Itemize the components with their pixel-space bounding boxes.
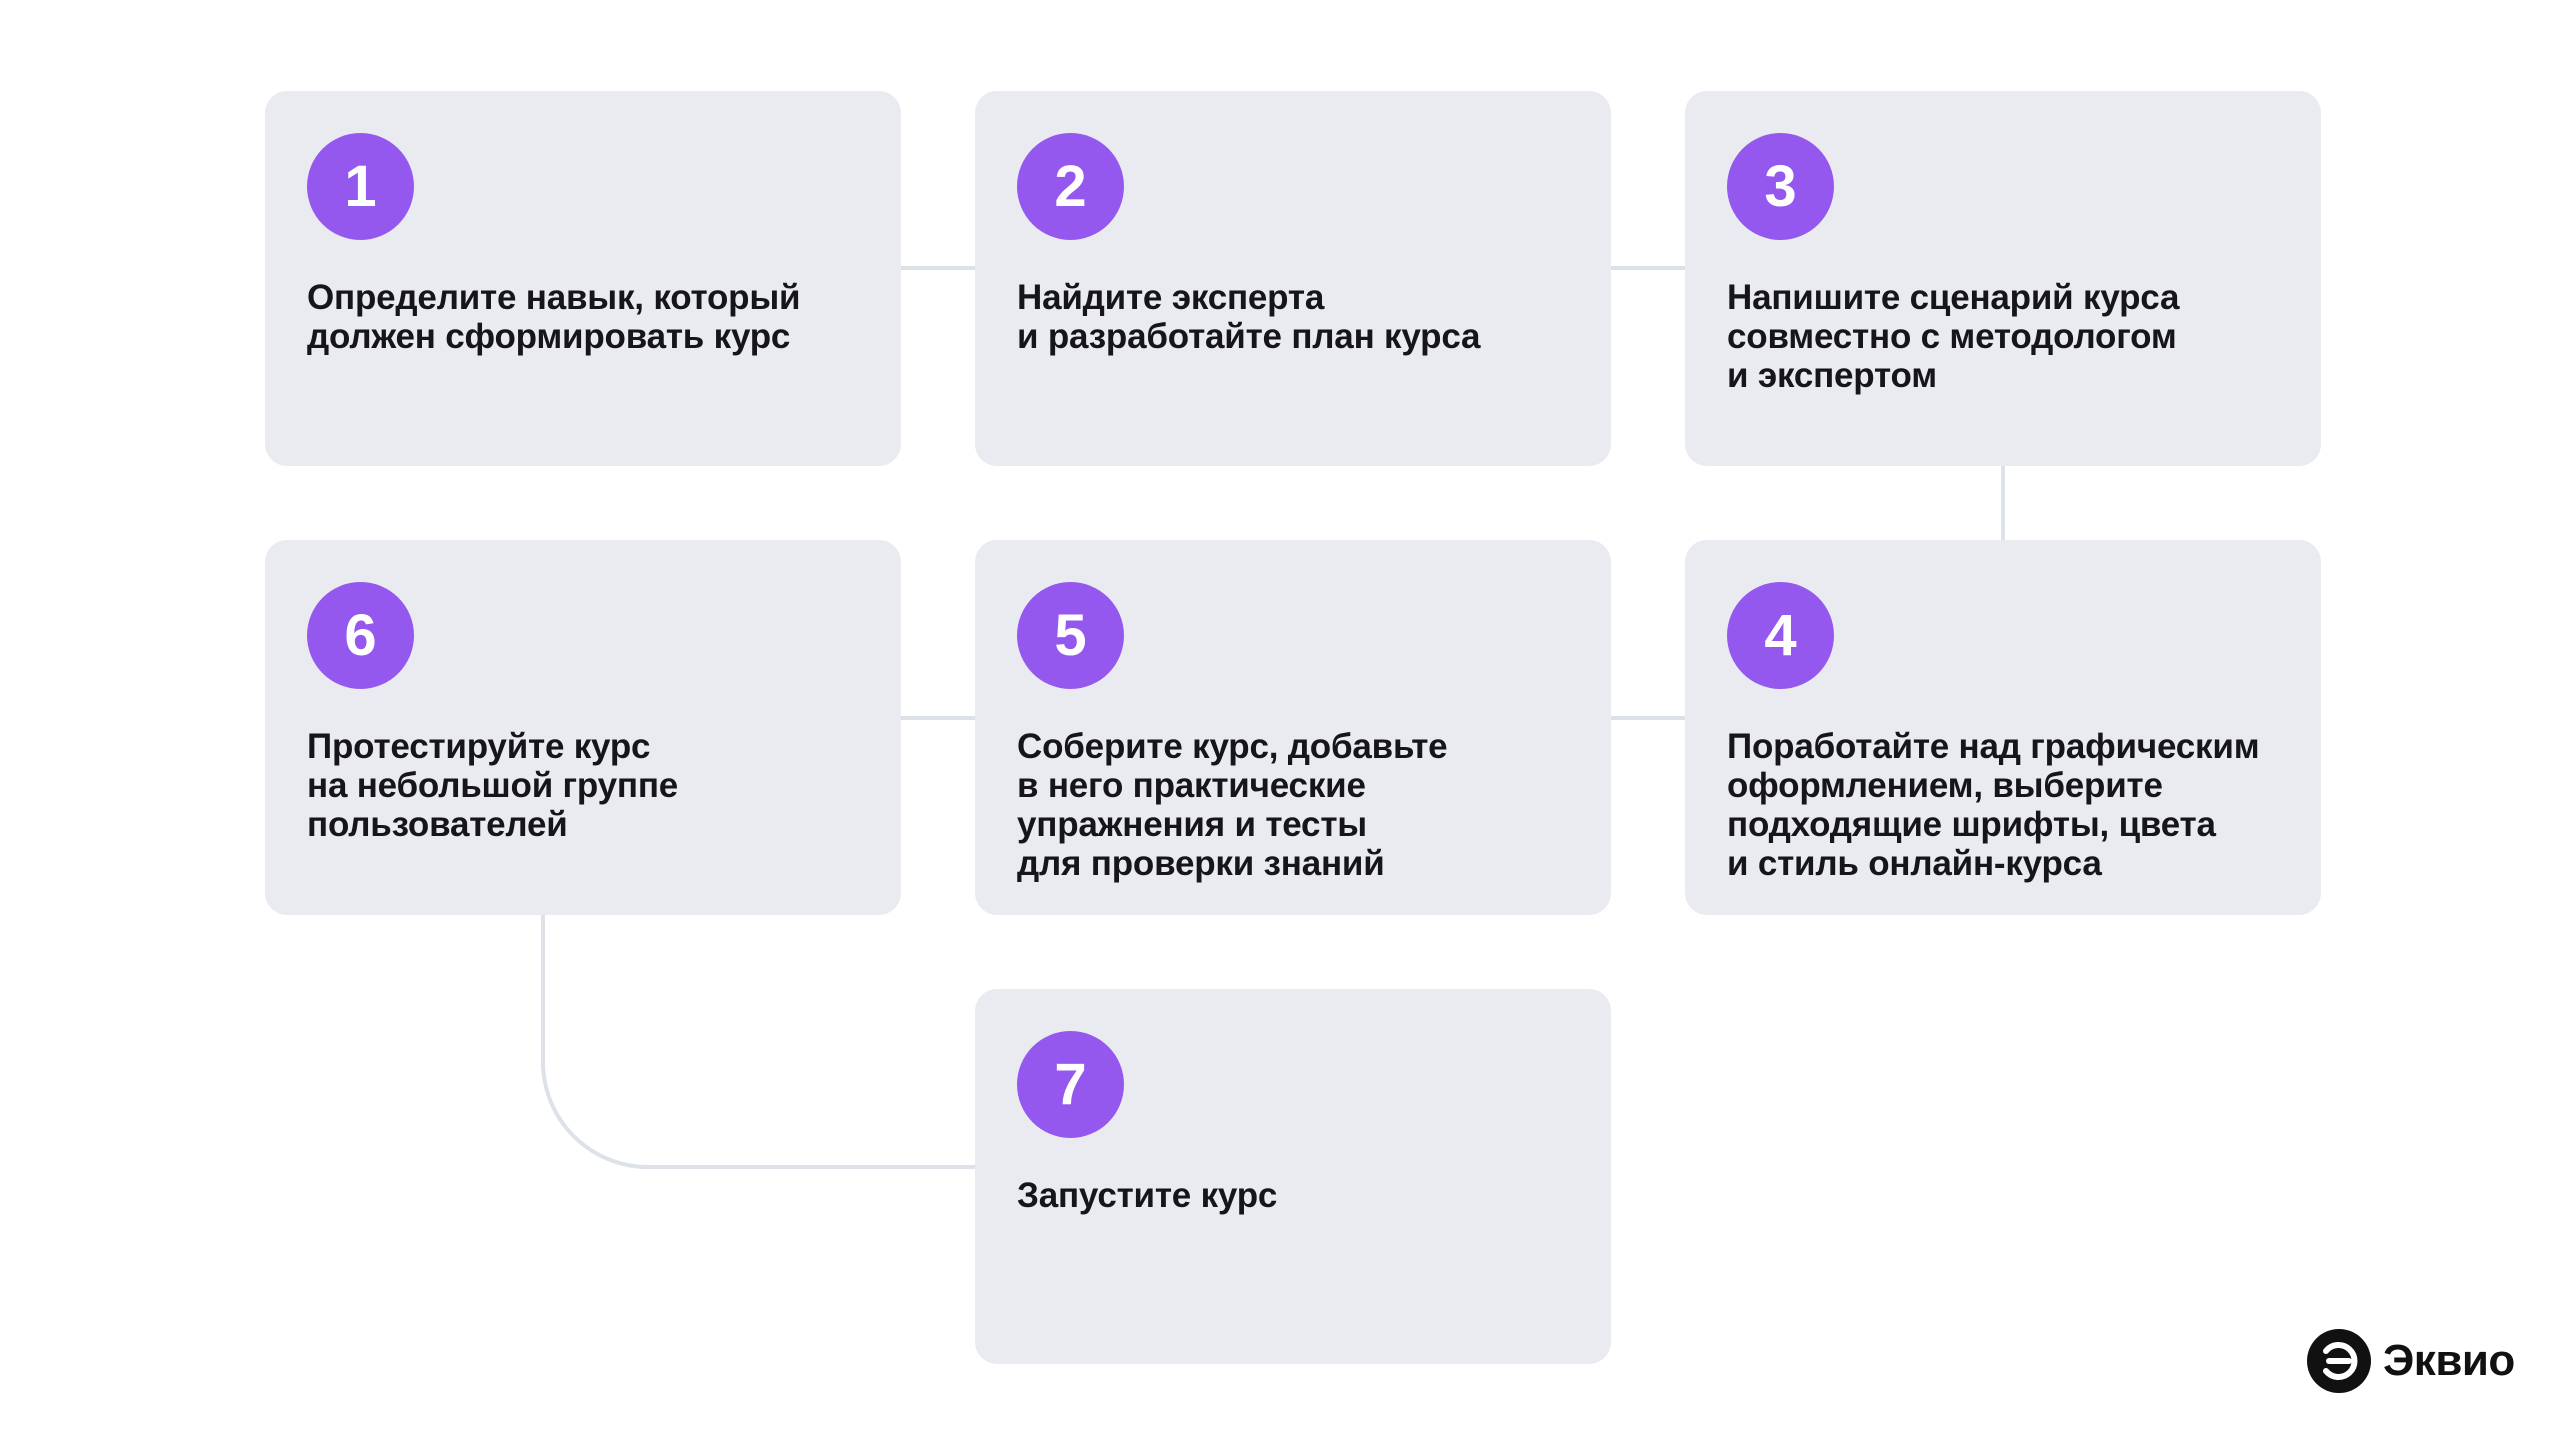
step-card-2: 2 Найдите эксперта и разработайте план к… xyxy=(975,91,1611,466)
step-text: Соберите курс, добавьте в него практичес… xyxy=(1017,727,1448,883)
step-card-5: 5 Соберите курс, добавьте в него практич… xyxy=(975,540,1611,915)
brand-logo: Эквио xyxy=(2307,1329,2515,1393)
step-card-6: 6 Протестируйте курс на небольшой группе… xyxy=(265,540,901,915)
step-text: Определите навык, который должен сформир… xyxy=(307,278,801,356)
step-text: Напишите сценарий курса совместно с мето… xyxy=(1727,278,2180,395)
step-number-badge: 2 xyxy=(1017,133,1124,240)
step-number-badge: 4 xyxy=(1727,582,1834,689)
step-text: Запустите курс xyxy=(1017,1176,1278,1215)
step-text: Протестируйте курс на небольшой группе п… xyxy=(307,727,679,844)
brand-name: Эквио xyxy=(2383,1336,2515,1385)
step-card-7: 7 Запустите курс xyxy=(975,989,1611,1364)
step-number-badge: 6 xyxy=(307,582,414,689)
step-number-badge: 3 xyxy=(1727,133,1834,240)
step-card-3: 3 Напишите сценарий курса совместно с ме… xyxy=(1685,91,2321,466)
step-card-1: 1 Определите навык, который должен сформ… xyxy=(265,91,901,466)
step-text: Найдите эксперта и разработайте план кур… xyxy=(1017,278,1481,356)
step-number-badge: 7 xyxy=(1017,1031,1124,1138)
step-card-4: 4 Поработайте над графическим оформление… xyxy=(1685,540,2321,915)
step-number-badge: 5 xyxy=(1017,582,1124,689)
step-number-badge: 1 xyxy=(307,133,414,240)
step-text: Поработайте над графическим оформлением,… xyxy=(1727,727,2260,883)
ekvio-logo-icon xyxy=(2307,1329,2371,1393)
connector-6-7 xyxy=(541,915,975,1169)
